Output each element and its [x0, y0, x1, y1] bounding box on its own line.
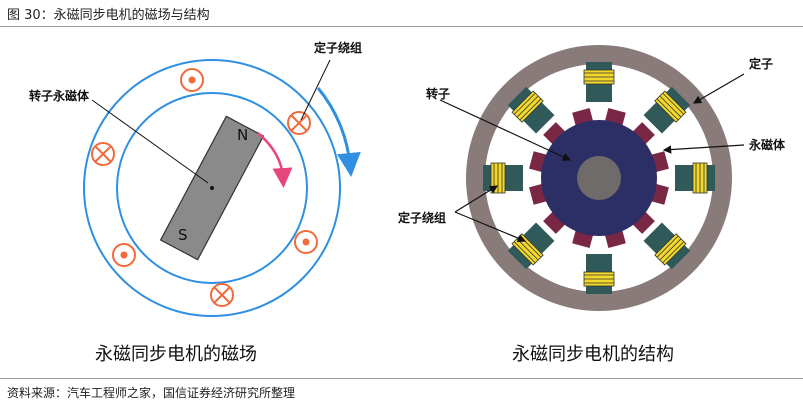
bottom-divider: [0, 378, 803, 379]
left-diagram: N S 转子永磁体: [29, 40, 362, 317]
rotor-magnet-segment: [543, 122, 568, 147]
source-note: 资料来源：汽车工程师之家，国信证券经济研究所整理: [7, 386, 296, 400]
stator-tooth: [583, 254, 615, 294]
stator-tooth: [583, 62, 615, 102]
stator-outer-ring: [83, 59, 341, 317]
south-pole-label: S: [178, 226, 188, 244]
stator-inner-ring: [116, 92, 308, 284]
rotor-magnet-segment: [543, 209, 568, 234]
rotor-magnet-segment: [630, 122, 655, 147]
stator-teeth: [483, 62, 715, 294]
leader-rotor: [439, 99, 572, 161]
label-rotor: 转子: [426, 86, 450, 101]
leader-stator-winding-2: [454, 211, 527, 243]
coil-cross-left: [91, 142, 115, 166]
stator-tooth: [483, 162, 523, 194]
label-rotor-magnet: 转子永磁体: [29, 88, 90, 103]
label-stator-winding-left: 定子绕组: [314, 40, 362, 55]
stator-tooth: [675, 162, 715, 194]
leader-rotor-magnet: [91, 99, 209, 184]
rotor-magnet-segment: [630, 209, 655, 234]
label-stator-winding-right: 定子绕组: [398, 210, 446, 225]
coil-dot-right: [294, 230, 318, 254]
coil-cross-bottom: [210, 283, 234, 307]
top-divider: [0, 26, 803, 27]
rotation-arrow: [316, 87, 361, 177]
label-stator: 定子: [749, 56, 773, 71]
stator-tooth: [507, 86, 555, 134]
stator-tooth: [643, 86, 691, 134]
leader-stator-winding-1: [454, 185, 499, 213]
leader-permanent-magnet: [662, 144, 745, 154]
rotor-shaft: [577, 156, 621, 200]
rotor-magnet: [159, 115, 265, 261]
right-diagram: 定子 转子 永磁体 定子绕组: [398, 45, 786, 311]
caption-magnetic-field: 永磁同步电机的磁场: [95, 344, 257, 365]
field-arrow: [257, 132, 293, 188]
caption-structure: 永磁同步电机的结构: [512, 344, 674, 365]
label-permanent-magnet: 永磁体: [748, 137, 786, 152]
figure-title: 图 30：永磁同步电机的磁场与结构: [7, 8, 210, 23]
coil-cross-right: [287, 111, 311, 135]
coil-dot-left: [112, 243, 136, 267]
stator-tooth: [643, 222, 691, 270]
coil-dot-top: [180, 68, 204, 92]
north-pole-label: N: [237, 126, 248, 144]
leader-stator-winding-left: [300, 59, 331, 121]
leader-stator: [692, 73, 745, 104]
